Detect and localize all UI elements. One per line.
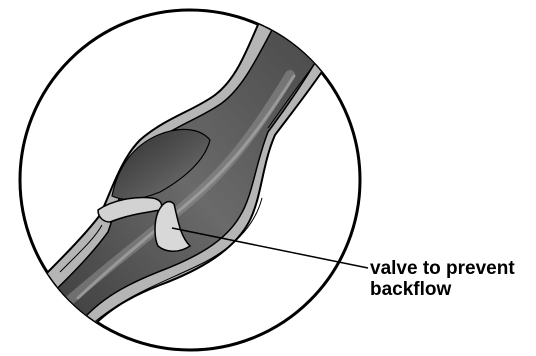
- valve-label: valve to prevent backflow: [370, 258, 515, 300]
- valve-label-line2: backflow: [370, 279, 515, 300]
- valve-label-line1: valve to prevent: [370, 258, 515, 279]
